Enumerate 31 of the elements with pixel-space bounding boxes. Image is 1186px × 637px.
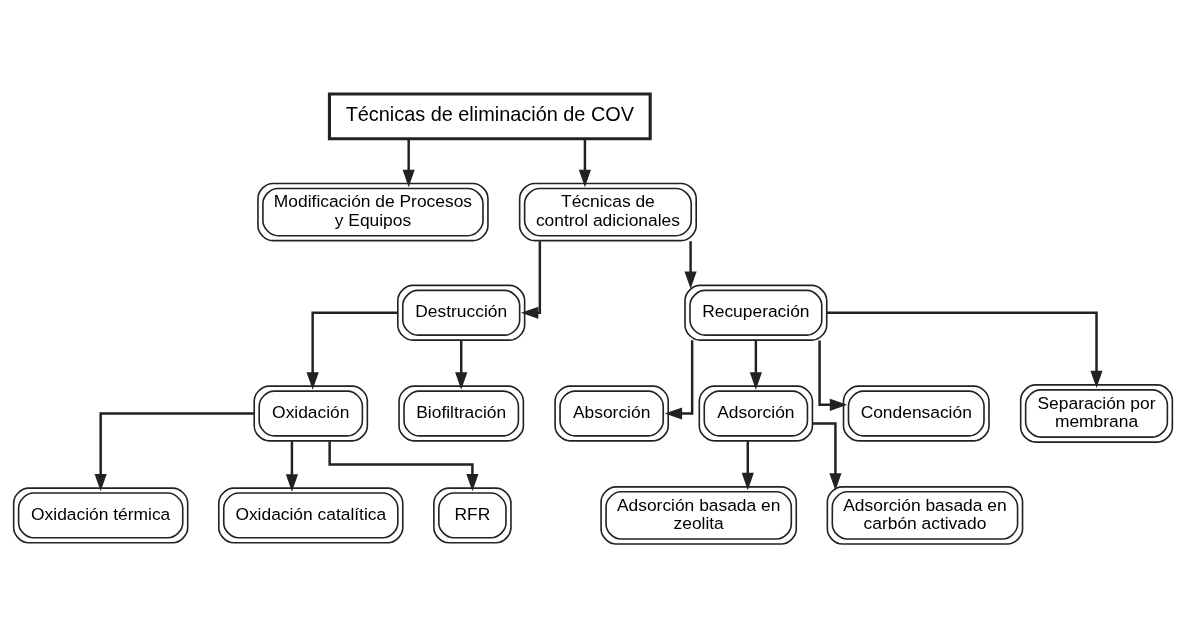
arrow: [285, 440, 299, 492]
node-box: Absorción: [554, 384, 670, 442]
arrow: [684, 240, 697, 289]
arrow: [818, 339, 848, 411]
arrow: [749, 339, 762, 390]
arrow: [812, 421, 842, 491]
node-box: Destrucción: [397, 284, 526, 341]
arrow: [578, 138, 592, 187]
arrow: [94, 411, 254, 491]
node-box: RFR: [433, 486, 512, 544]
node-box: Recuperación: [684, 284, 828, 341]
node-box: Adsorción basada en zeolita: [600, 485, 798, 545]
node-box: Adsorción basada en carbón activado: [826, 485, 1024, 545]
arrow: [455, 339, 468, 390]
node-box: Oxidación: [253, 384, 369, 442]
arrow: [520, 240, 542, 319]
node-box: Condensación: [842, 384, 990, 442]
node-box: Oxidación catalítica: [217, 486, 404, 544]
node-box: Técnicas de eliminación de COV: [327, 91, 652, 140]
arrow: [328, 440, 479, 491]
arrow: [306, 311, 398, 390]
arrow: [741, 440, 754, 490]
node-box: Modificación de Procesos y Equipos: [257, 182, 489, 241]
arrow: [664, 339, 694, 420]
arrow: [402, 138, 415, 187]
node-box: Oxidación térmica: [12, 486, 189, 544]
arrow: [826, 311, 1103, 388]
node-box: Adsorción: [698, 384, 814, 442]
node-box: Técnicas de control adicionales: [518, 182, 697, 241]
node-box: Separación por membrana: [1019, 383, 1174, 443]
node-box: Biofiltración: [398, 384, 525, 442]
